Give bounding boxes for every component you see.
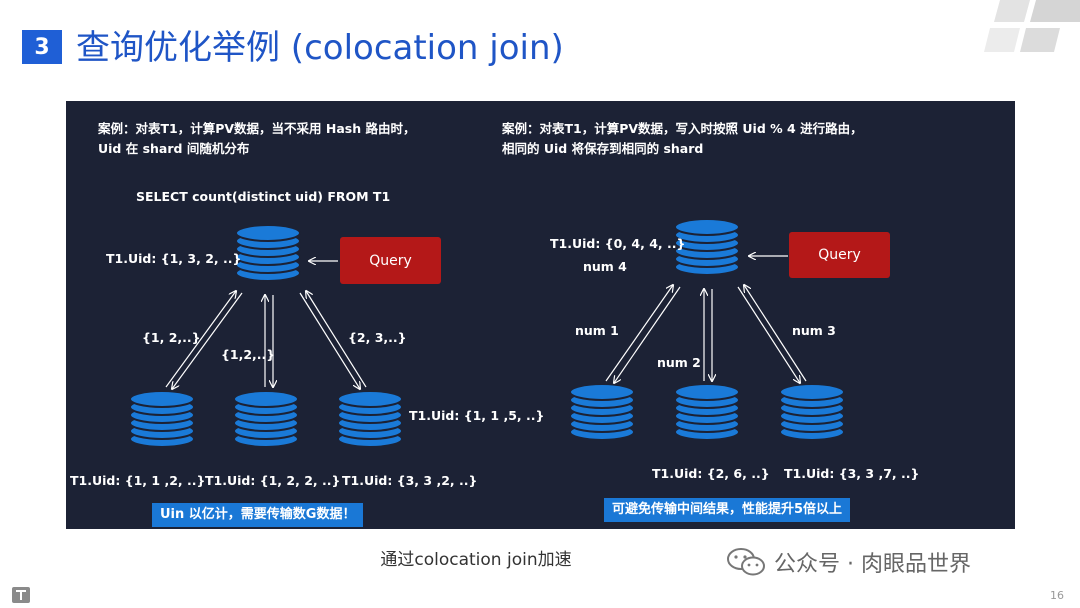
left-arrow-up-3 (306, 291, 367, 388)
right-arrow-up-3 (744, 285, 807, 382)
left-top-node-label: T1.Uid: {1, 3, 2, ..} (106, 251, 242, 266)
right-shard3-label: T1.Uid: {3, 3 ,7, ..} (784, 466, 920, 481)
right-top-node-label: T1.Uid: {0, 4, 4, ..} (550, 236, 686, 251)
left-shard2-label: T1.Uid: {1, 2, 2, ..} (205, 473, 341, 488)
left-top-database-icon (235, 224, 301, 282)
right-description-line2: 相同的 Uid 将保存到相同的 shard (502, 141, 704, 156)
left-description-line2: Uid 在 shard 间随机分布 (98, 141, 250, 156)
left-edge-label-left: {1, 2,..} (142, 330, 201, 345)
left-note-banner: Uin 以亿计，需要传输数G数据！ (152, 503, 364, 527)
diagram-panel: 案例：对表T1，计算PV数据，当不采用 Hash 路由时， Uid 在 shar… (66, 101, 1015, 529)
right-shard2-label: T1.Uid: {2, 6, ..} (652, 466, 770, 481)
watermark-text: 公众号 · 肉眼品世界 (774, 552, 971, 577)
right-query-box: Query (789, 232, 890, 278)
right-arrow-up-1 (605, 285, 673, 382)
left-arrow-down-1 (172, 292, 243, 389)
left-shard1-label: T1.Uid: {1, 1 ,2, ..} (70, 473, 206, 488)
decorative-corner-pattern (984, 0, 1080, 52)
company-logo-icon (12, 587, 30, 603)
left-shard2-database-icon (233, 390, 299, 448)
left-shard-right-label: T1.Uid: {1, 1 ,5, ..} (409, 408, 545, 423)
left-shard3-label: T1.Uid: {3, 3 ,2, ..} (342, 473, 478, 488)
left-edge-label-middle: {1,2,..} (221, 347, 276, 362)
right-shard3-database-icon (779, 383, 845, 441)
right-shard1-database-icon (569, 383, 635, 441)
right-shard2-database-icon (674, 383, 740, 441)
right-description-line1: 案例：对表T1，计算PV数据，写入时按照 Uid % 4 进行路由， (502, 121, 863, 136)
left-edge-label-right: {2, 3,..} (348, 330, 407, 345)
right-top-node-count: num 4 (583, 259, 627, 274)
right-arrow-down-3 (737, 286, 800, 383)
left-sql-statement: SELECT count(distinct uid) FROM T1 (136, 189, 391, 204)
left-shard1-database-icon (129, 390, 195, 448)
right-edge-label-middle: num 2 (657, 355, 701, 370)
page-number: 16 (1050, 589, 1064, 602)
slide-title: 查询优化举例 (colocation join) (76, 28, 564, 68)
right-edge-label-right: num 3 (792, 323, 836, 338)
wechat-icon (727, 548, 765, 576)
slide-caption: 通过colocation join加速 (380, 550, 572, 570)
left-arrow-up-1 (165, 291, 236, 388)
section-number-badge: 3 (22, 30, 62, 64)
diagram-graphics (129, 218, 845, 448)
left-query-box: Query (340, 237, 441, 284)
left-description-line1: 案例：对表T1，计算PV数据，当不采用 Hash 路由时， (98, 121, 416, 136)
watermark: 公众号 · 肉眼品世界 (726, 546, 971, 578)
right-arrow-down-1 (614, 286, 681, 383)
right-edge-label-left: num 1 (575, 323, 619, 338)
left-shard3-database-icon (337, 390, 403, 448)
right-note-banner: 可避免传输中间结果，性能提升5倍以上 (604, 498, 851, 522)
left-arrow-down-3 (299, 292, 360, 389)
